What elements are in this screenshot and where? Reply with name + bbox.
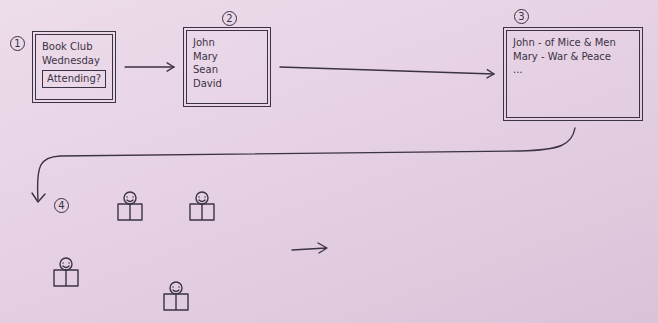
node-text: ... bbox=[513, 63, 633, 77]
node-text: Attending? bbox=[47, 72, 101, 86]
screen-box: JohnMarySeanDavid bbox=[186, 30, 268, 104]
node-text: Wednesday bbox=[42, 54, 106, 68]
button-box: Attending? bbox=[42, 70, 106, 88]
flow-arrow bbox=[125, 63, 174, 71]
callout-number: 3 bbox=[514, 9, 529, 24]
node-text: David bbox=[193, 77, 261, 91]
reader-figure bbox=[164, 282, 188, 310]
flow-arrow bbox=[280, 67, 494, 78]
reader-figure bbox=[190, 192, 214, 220]
flow-curve bbox=[38, 128, 575, 200]
flow-curve-head bbox=[32, 193, 45, 202]
node-text: Sean bbox=[193, 63, 261, 77]
node-text: Book Club bbox=[42, 40, 106, 54]
node-text: John bbox=[193, 36, 261, 50]
screen-box: Book ClubWednesdayAttending? bbox=[35, 34, 113, 100]
next-arrow bbox=[292, 243, 327, 253]
node-text: Mary - War & Peace bbox=[513, 50, 633, 64]
node-text: Mary bbox=[193, 50, 261, 64]
node-text: John - of Mice & Men bbox=[513, 36, 633, 50]
callout-number: 4 bbox=[54, 198, 69, 213]
reader-figure bbox=[54, 258, 78, 286]
callout-number: 2 bbox=[222, 11, 237, 26]
callout-number: 1 bbox=[10, 36, 25, 51]
reader-figure bbox=[118, 192, 142, 220]
screen-box: John - of Mice & MenMary - War & Peace..… bbox=[506, 30, 640, 118]
